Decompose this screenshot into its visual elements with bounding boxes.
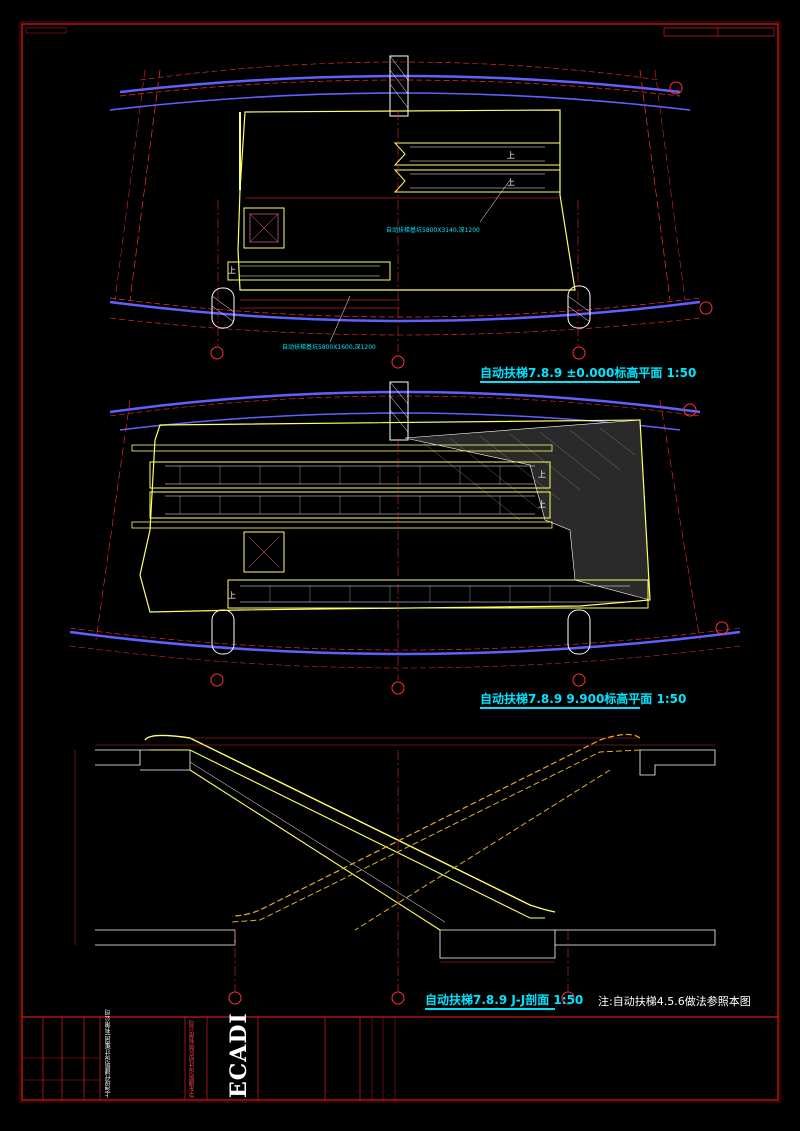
up-arrow-label: 上 bbox=[507, 151, 515, 160]
section-title-underline bbox=[425, 1008, 555, 1010]
institute-name: 华东建筑设计研究院有限公司 bbox=[189, 1020, 196, 1098]
drawing-note: 注:自动扶梯4.5.6做法参照本图 bbox=[598, 995, 751, 1008]
sheet-border bbox=[21, 23, 779, 1101]
up-arrow-label: 上 bbox=[538, 500, 546, 509]
plan1-title-underline bbox=[480, 381, 640, 383]
section-j-j bbox=[74, 733, 716, 1005]
section-title: 自动扶梯7.8.9 J-J剖面 1:50 bbox=[425, 993, 584, 1007]
up-arrow-label: 上 bbox=[228, 591, 236, 600]
plan2-title: 自动扶梯7.8.9 9.900标高平面 1:50 bbox=[480, 692, 687, 706]
plan-level-9900 bbox=[69, 381, 741, 695]
pit-label-1: 自动扶梯基坑5800X3140,深1200 bbox=[386, 227, 480, 234]
company-name: 上海现代建筑设计(集团)有限公司 bbox=[105, 1009, 112, 1098]
up-arrow-label: 上 bbox=[507, 178, 515, 187]
escalator-pair-plan2 bbox=[131, 444, 553, 529]
plan1-title: 自动扶梯7.8.9 ±0.000标高平面 1:50 bbox=[480, 366, 697, 380]
title-block bbox=[21, 1016, 779, 1101]
up-arrow-label: 上 bbox=[538, 470, 546, 479]
company-logo: ECADI bbox=[226, 1012, 252, 1098]
plan-level-0 bbox=[109, 55, 713, 369]
escalator-pair-plan1 bbox=[393, 142, 561, 193]
pit-label-2: 自动扶梯基坑5800X1600,深1200 bbox=[282, 344, 376, 351]
plan2-title-underline bbox=[480, 707, 640, 709]
up-arrow-label: 上 bbox=[228, 266, 236, 275]
